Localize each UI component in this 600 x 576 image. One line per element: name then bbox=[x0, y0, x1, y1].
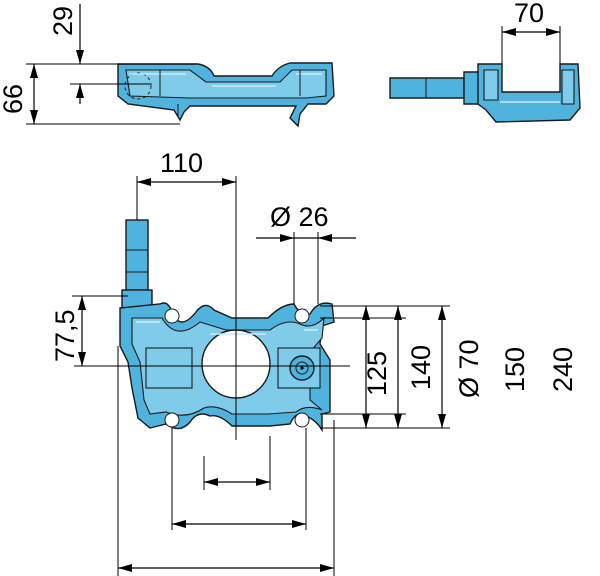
left-pad bbox=[145, 347, 193, 389]
dim-right-stack: 125 140 Ø 70 150 240 bbox=[320, 305, 578, 429]
side-view bbox=[389, 63, 581, 123]
front-elevation-view bbox=[117, 62, 335, 128]
dim-bottom-stack bbox=[117, 346, 335, 576]
dim-text-140: 140 bbox=[406, 345, 436, 390]
dim-hole-diameter-26: Ø 26 bbox=[256, 202, 356, 304]
dim-pin-offset-110: 110 bbox=[136, 148, 236, 220]
dim-text-150: 150 bbox=[500, 347, 530, 392]
dim-side-view-width-70: 70 bbox=[501, 0, 561, 64]
dim-top-left-height-29: 29 bbox=[26, 4, 196, 104]
dim-text-d26: Ø 26 bbox=[270, 202, 329, 232]
dim-text-125: 125 bbox=[362, 351, 392, 396]
plan-view bbox=[119, 219, 335, 433]
dim-text-29: 29 bbox=[48, 6, 78, 36]
pin bbox=[125, 219, 149, 291]
dim-pin-height-77-5: 77,5 bbox=[50, 295, 128, 366]
dim-text-240: 240 bbox=[548, 347, 578, 392]
dim-left-side-height-66: 66 bbox=[0, 64, 180, 125]
dim-text-110: 110 bbox=[160, 148, 203, 178]
dim-text-66: 66 bbox=[0, 84, 28, 114]
dim-text-70: 70 bbox=[514, 0, 544, 28]
dim-text-d70: Ø 70 bbox=[454, 339, 484, 398]
centre-lines bbox=[74, 176, 350, 440]
dim-text-77-5: 77,5 bbox=[50, 309, 80, 362]
